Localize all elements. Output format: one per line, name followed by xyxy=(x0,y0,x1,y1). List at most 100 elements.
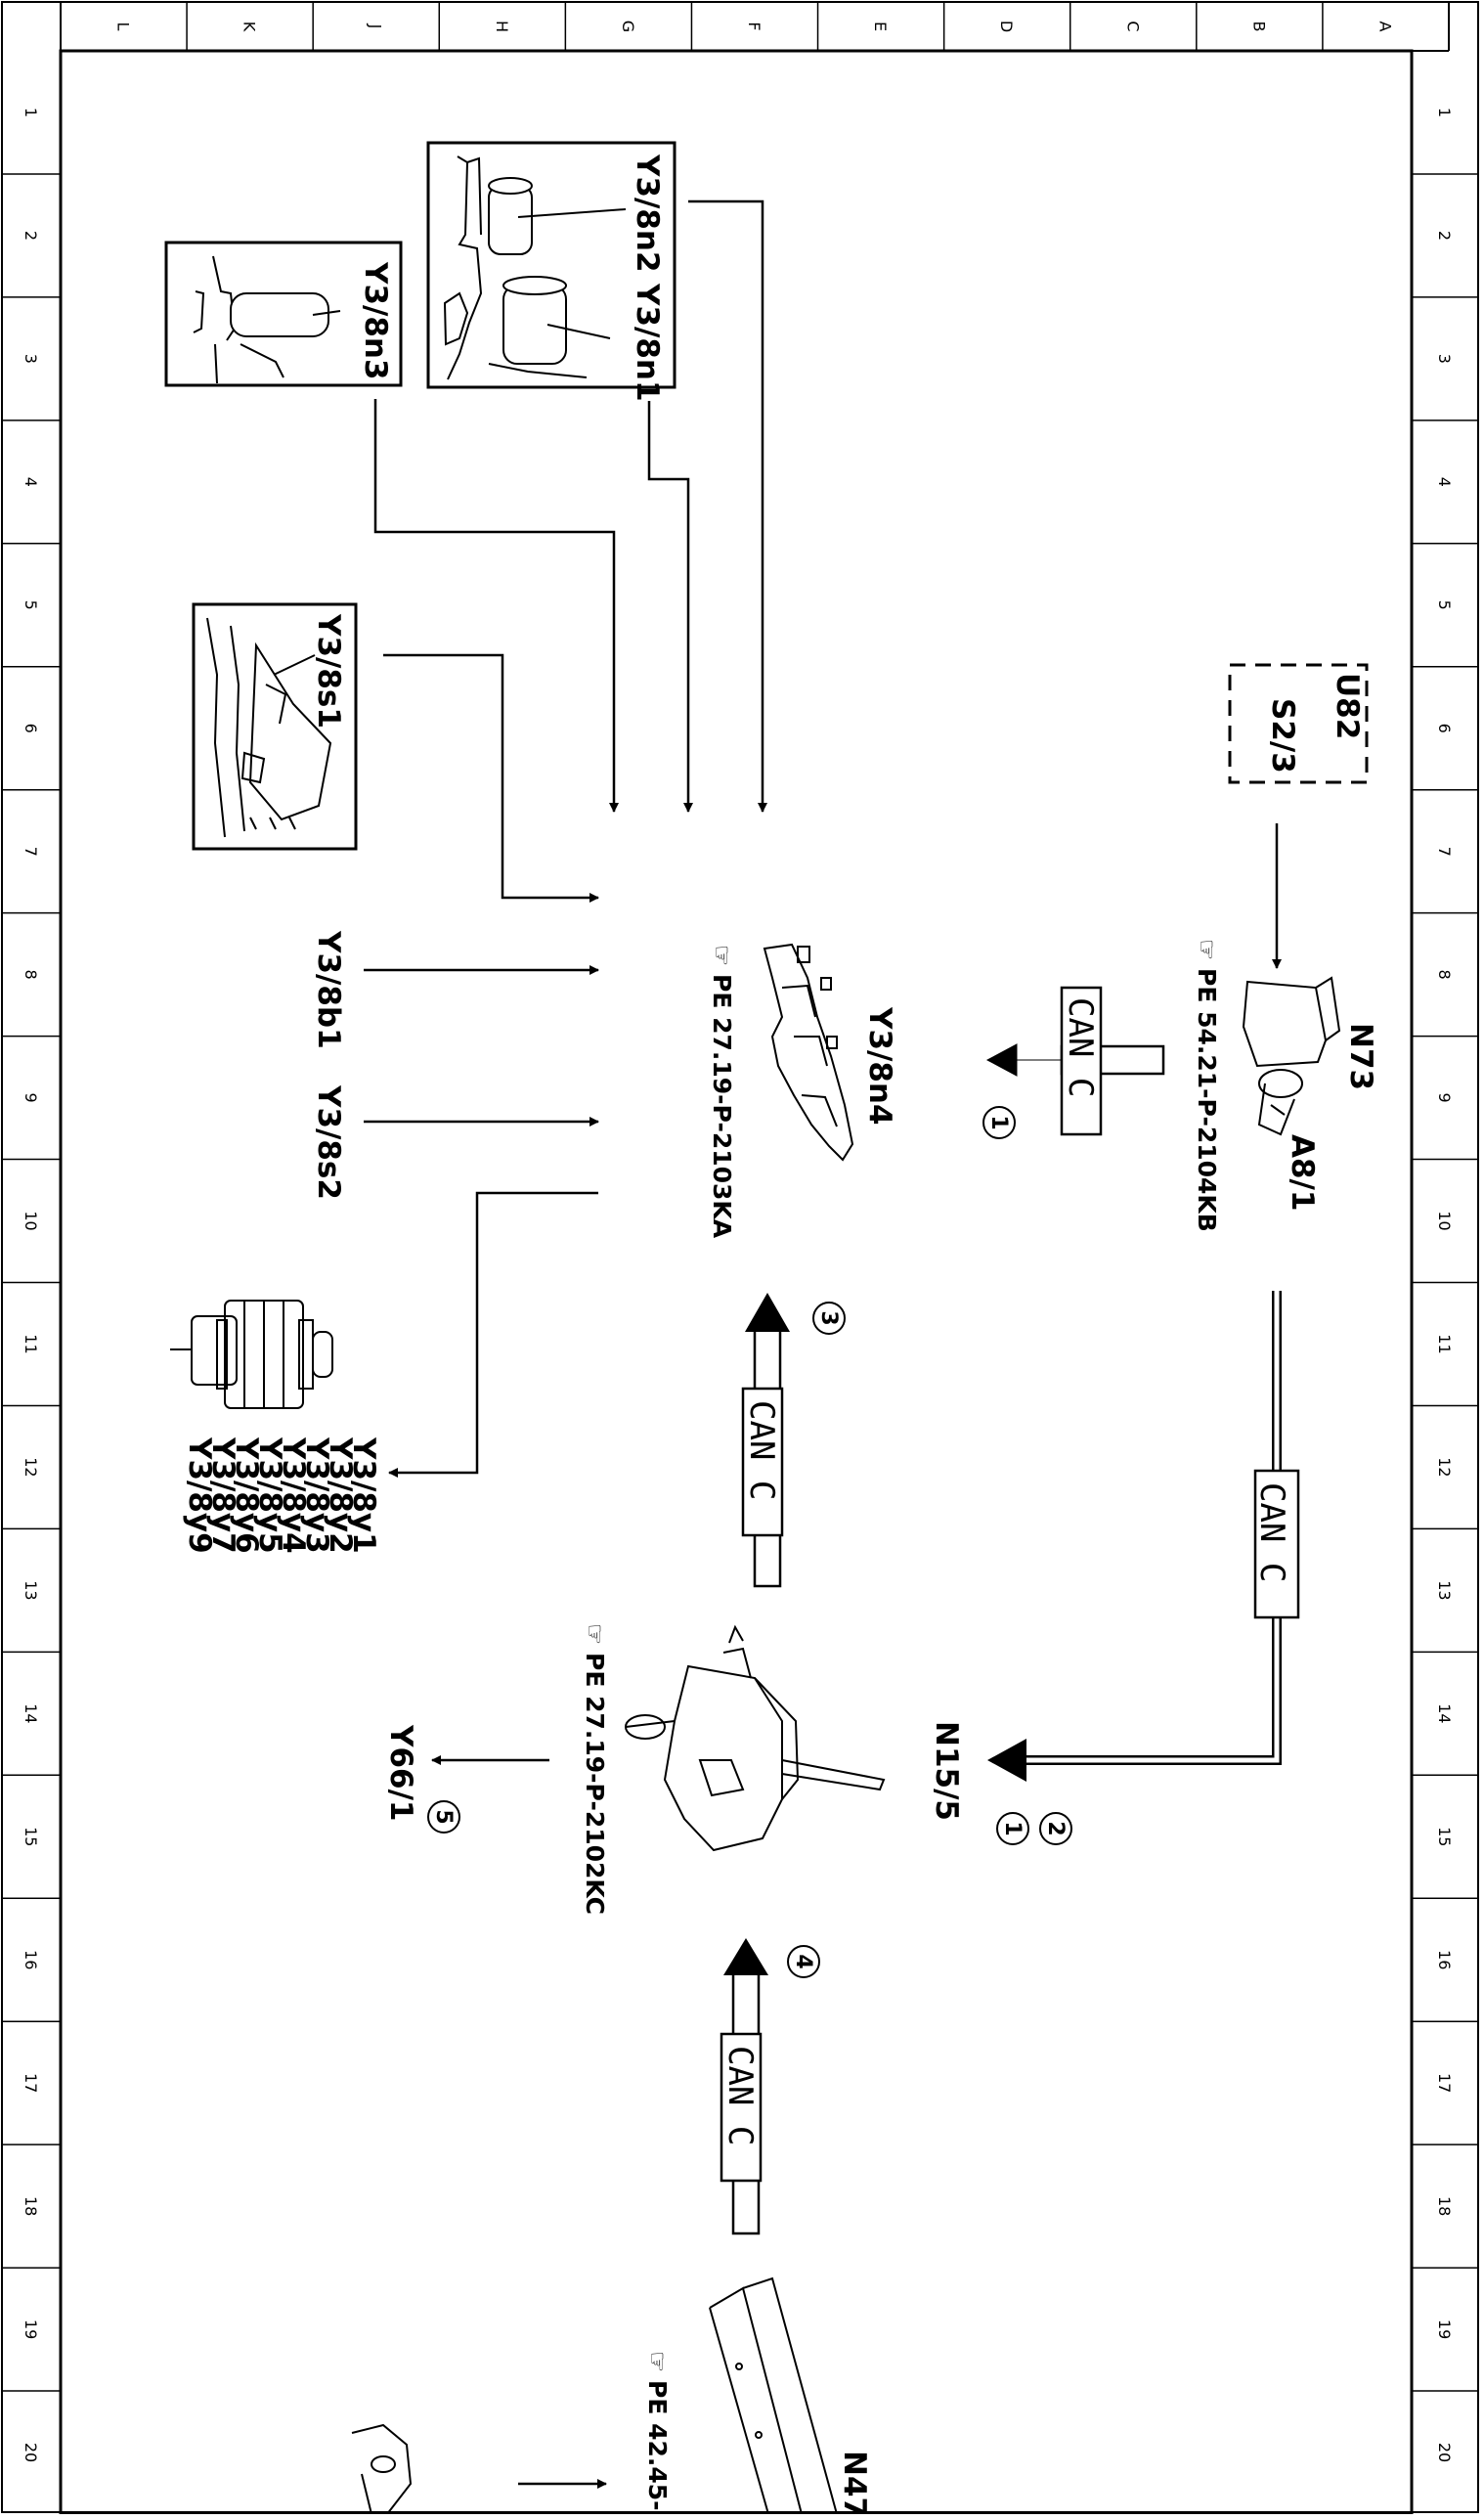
grid-row-number-right: 16 xyxy=(1435,1950,1454,1969)
label-y3-8n1: Y3/8n1 xyxy=(630,283,665,402)
grid-row-number-right: 9 xyxy=(1435,1092,1454,1102)
grid-row-number-right: 4 xyxy=(1435,477,1454,487)
grid-row-number-right: 15 xyxy=(1435,1827,1454,1846)
grid-row-number-left: 20 xyxy=(22,2443,40,2462)
grid-row-number-left: 19 xyxy=(22,2320,40,2339)
grid-row-number-left: 3 xyxy=(22,354,40,364)
book-icon: ☞ xyxy=(581,1623,609,1645)
grid-row-number-left: 17 xyxy=(22,2073,40,2093)
grid-row-number-left: 6 xyxy=(22,724,40,733)
callout-5: 5 xyxy=(427,1800,460,1834)
label-can-c-3: CAN C xyxy=(742,1400,781,1500)
label-u82: U82 xyxy=(1330,673,1365,739)
grid-row-number-right: 5 xyxy=(1435,600,1454,610)
label-y3-8y-item: Y3/8y2 xyxy=(323,1436,358,1554)
ref-n47-text: PE 42.45-P xyxy=(643,2380,672,2514)
ref-y3-8n4: ☞ PE 27.19-P-2103KA xyxy=(708,945,736,1239)
grid-row-number-right: 12 xyxy=(1435,1457,1454,1477)
grid-row-number-right: 18 xyxy=(1435,2196,1454,2216)
y3-8y-solenoid-valve xyxy=(170,1300,333,1409)
grid-column-letter: B xyxy=(1249,22,1268,32)
n73-ignition-switch xyxy=(1242,976,1341,1136)
label-y3-8y-item: Y3/8y3 xyxy=(299,1436,334,1554)
grid-row-number-right: 20 xyxy=(1435,2443,1454,2462)
can-c-bus-2 xyxy=(987,1291,1300,1782)
label-can-c-1: CAN C xyxy=(1061,997,1100,1097)
grid-column-letter: G xyxy=(619,21,637,32)
grid-column-letter: L xyxy=(114,22,133,31)
n15-5-gear-selector-module xyxy=(625,1624,886,1852)
callout-4: 4 xyxy=(787,1945,820,1978)
label-s2-3: S2/3 xyxy=(1265,698,1300,773)
y3-8s1-switch-box xyxy=(192,602,358,851)
callout-1-b-number: 1 xyxy=(1000,1821,1025,1835)
label-can-c-4: CAN C xyxy=(720,2046,760,2145)
y3-8n3-sensor-box xyxy=(164,241,403,387)
grid-row-number-left: 1 xyxy=(22,108,40,117)
book-icon: ☞ xyxy=(1193,939,1221,960)
grid-row-number-left: 8 xyxy=(22,970,40,980)
label-y3-8n2: Y3/8n2 xyxy=(630,154,665,273)
label-y3-8y-item: Y3/8y6 xyxy=(229,1436,264,1554)
grid-row-number-left: 4 xyxy=(22,477,40,487)
label-y3-8y-item: Y3/8y1 xyxy=(346,1436,381,1554)
callout-5-number: 5 xyxy=(431,1809,456,1824)
label-y3-8n4: Y3/8n4 xyxy=(862,1006,897,1126)
grid-row-number-right: 17 xyxy=(1435,2073,1454,2093)
grid-row-number-left: 13 xyxy=(22,1580,40,1600)
ref-n47: ☞ PE 42.45-P xyxy=(643,2351,672,2519)
callout-1-b: 1 xyxy=(996,1812,1029,1845)
y3-8n4-control-unit xyxy=(763,943,854,1162)
grid-row-number-left: 16 xyxy=(22,1950,40,1969)
can-c-bus-4 xyxy=(720,1938,768,2235)
can-c-bus-3 xyxy=(741,1293,790,1588)
ref-n15-5-text: PE 27.19-P-2102KC xyxy=(581,1653,609,1915)
callout-3-number: 3 xyxy=(816,1310,841,1325)
y3-8y-label-list: Y3/8y1Y3/8y2Y3/8y3Y3/8y4Y3/8y5Y3/8y6Y3/8… xyxy=(182,1436,381,1554)
bottom-left-component xyxy=(351,2423,413,2515)
grid-row-number-left: 11 xyxy=(22,1334,40,1353)
grid-row-number-left: 10 xyxy=(22,1211,40,1230)
label-n15-5: N15/5 xyxy=(929,1721,964,1821)
ref-n15-5: ☞ PE 27.19-P-2102KC xyxy=(581,1623,609,1915)
label-can-c-2: CAN C xyxy=(1252,1482,1291,1582)
grid-row-number-right: 7 xyxy=(1435,847,1454,857)
grid-row-number-left: 9 xyxy=(22,1092,40,1102)
book-icon: ☞ xyxy=(643,2351,672,2372)
grid-row-number-right: 8 xyxy=(1435,970,1454,980)
signal-lines-to-y3-8n4 xyxy=(364,199,767,1478)
grid-row-number-right: 11 xyxy=(1435,1334,1454,1353)
callout-2-number: 2 xyxy=(1043,1821,1068,1835)
label-y3-8y-item: Y3/8y7 xyxy=(205,1436,240,1554)
grid-row-number-left: 15 xyxy=(22,1827,40,1846)
ref-y3-8n4-text: PE 27.19-P-2103KA xyxy=(708,974,736,1239)
label-y3-8b1: Y3/8b1 xyxy=(311,930,346,1049)
grid-column-letter: C xyxy=(1123,21,1142,31)
grid-column-letter: H xyxy=(493,21,511,32)
grid-row-number-left: 7 xyxy=(22,847,40,857)
grid-row-number-left: 12 xyxy=(22,1457,40,1477)
grid-row-number-right: 13 xyxy=(1435,1580,1454,1600)
label-y3-8s2: Y3/8s2 xyxy=(311,1084,346,1200)
callout-3: 3 xyxy=(812,1302,846,1335)
label-y3-8n3: Y3/8n3 xyxy=(358,261,393,380)
y3-8n1-n2-sensor-box xyxy=(426,141,677,389)
callout-1-a-number: 1 xyxy=(986,1115,1011,1129)
grid-column-letter: K xyxy=(240,22,259,32)
grid-row-number-right: 1 xyxy=(1435,108,1454,117)
callout-2: 2 xyxy=(1039,1812,1072,1845)
n47-5-module xyxy=(709,2276,838,2515)
can-c-bus-1 xyxy=(985,986,1165,1136)
label-y3-8y-item: Y3/8y5 xyxy=(252,1436,287,1554)
grid-column-letter: J xyxy=(367,23,385,29)
grid-column-letter: F xyxy=(745,22,764,30)
grid-row-number-right: 2 xyxy=(1435,231,1454,241)
grid-column-letter: E xyxy=(871,22,890,31)
callout-1-a: 1 xyxy=(982,1106,1016,1139)
ref-n73: ☞ PE 54.21-P-2104KB xyxy=(1193,939,1221,1232)
